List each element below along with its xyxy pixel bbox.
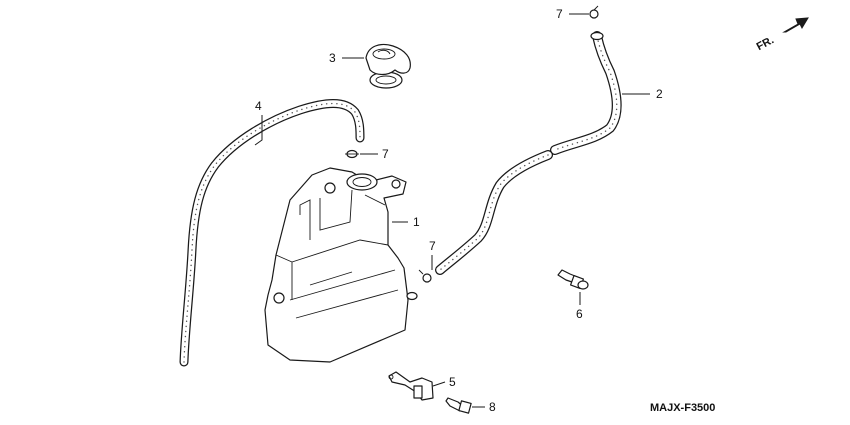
tank-cap-part: [365, 43, 411, 89]
overflow-hose-lower: [435, 150, 553, 275]
callout-2: 2: [656, 87, 663, 101]
diagram-code: MAJX-F3500: [650, 402, 715, 414]
clip-lower-part: [418, 269, 432, 283]
reserve-tank-body: [264, 167, 418, 363]
callout-3: 3: [329, 51, 336, 65]
callout-1: 1: [413, 215, 420, 229]
siphon-tube-hose: [179, 99, 365, 367]
flange-bolt-part: [445, 397, 472, 414]
front-direction-indicator: FR.: [755, 17, 809, 53]
fr-arrow-icon: [782, 17, 809, 33]
callout-5: 5: [449, 375, 456, 389]
callout-7-top: 7: [556, 7, 563, 21]
overflow-hose-upper: [550, 31, 622, 155]
clip-top-part: [589, 5, 599, 19]
callout-8: 8: [489, 400, 496, 414]
callout-4: 4: [255, 99, 262, 113]
tank-bolt-part: [557, 269, 589, 290]
callout-labels: 1 2 3 4 5 6 8 7 7 7: [255, 7, 663, 414]
callout-7-middle: 7: [382, 147, 389, 161]
fr-label: FR.: [755, 34, 776, 53]
leader-lines: [254, 13, 650, 408]
clip-middle-part: [345, 149, 359, 159]
callout-6: 6: [576, 307, 583, 321]
callout-7-lower: 7: [429, 239, 436, 253]
tank-stay-part: [388, 371, 434, 401]
